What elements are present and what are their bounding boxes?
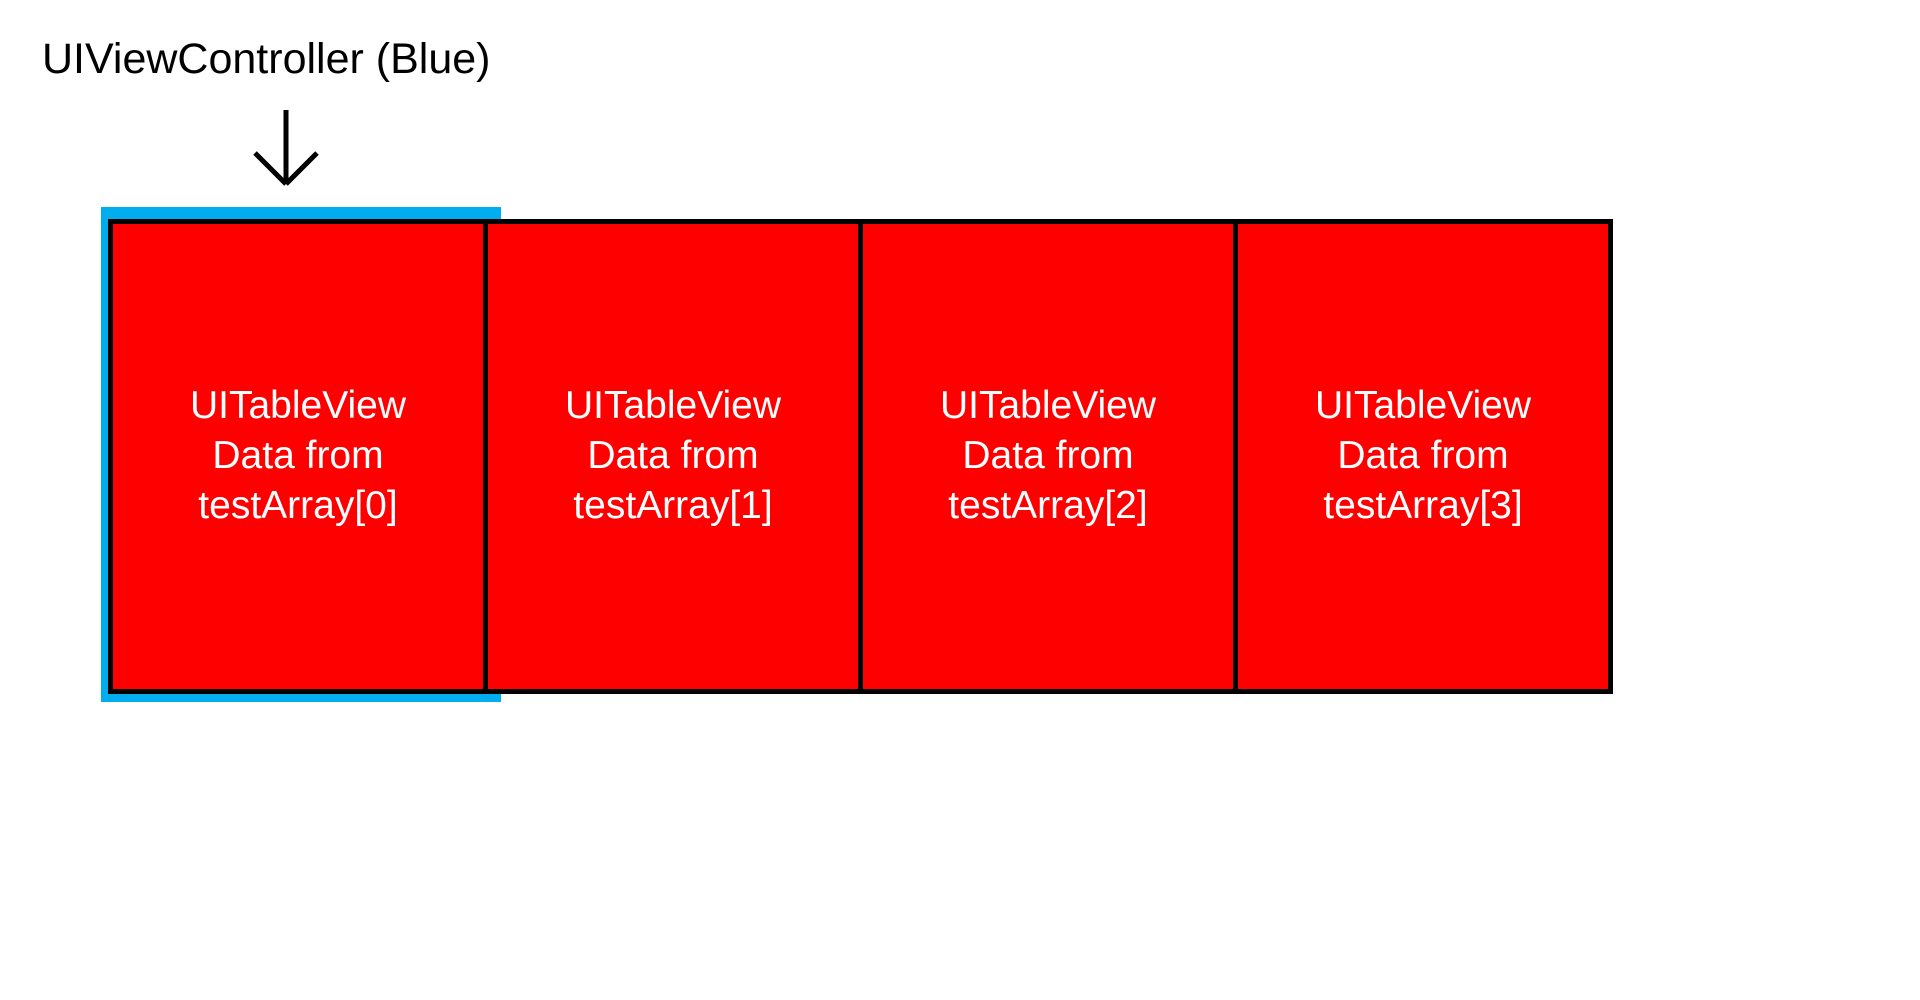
tableview-row: UITableView Data from testArray[0] UITab… — [108, 219, 1613, 694]
tableview-label: UITableView Data from testArray[1] — [564, 383, 782, 527]
tableview-label: UITableView Data from testArray[3] — [1314, 383, 1532, 527]
tableview-label: UITableView Data from testArray[0] — [189, 383, 407, 527]
page-title: UIViewController (Blue) — [42, 35, 491, 83]
arrow-down-icon — [243, 106, 329, 190]
tableview-cell[interactable]: UITableView Data from testArray[2] — [858, 219, 1238, 694]
tableview-cell[interactable]: UITableView Data from testArray[3] — [1233, 219, 1613, 694]
tableview-cell[interactable]: UITableView Data from testArray[0] — [108, 219, 488, 694]
tableview-label: UITableView Data from testArray[2] — [939, 383, 1157, 527]
tableview-cell[interactable]: UITableView Data from testArray[1] — [483, 219, 863, 694]
